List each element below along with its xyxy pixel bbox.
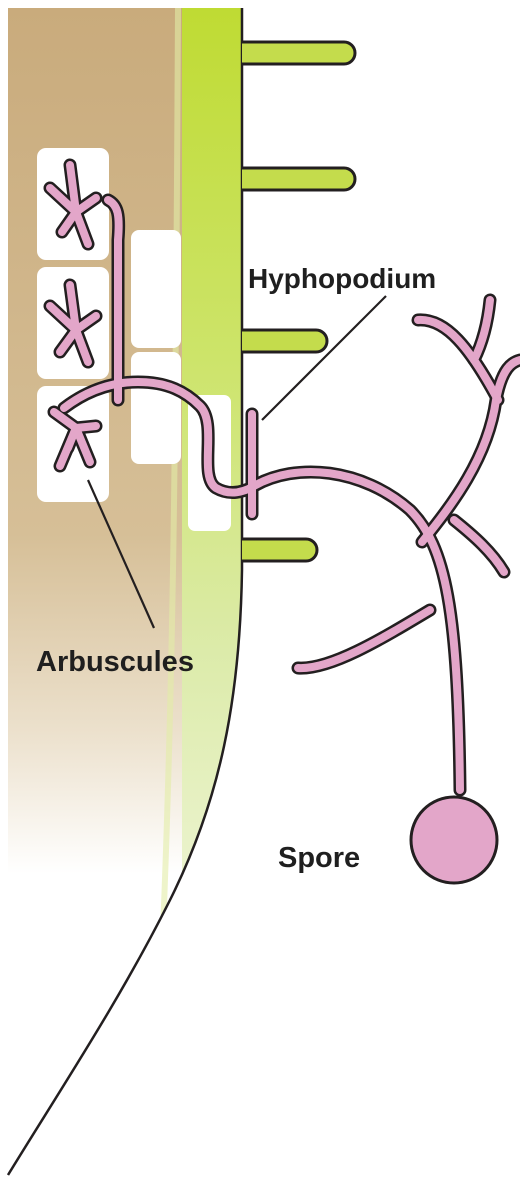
spore-label: Spore	[278, 842, 360, 874]
root-hair	[242, 539, 317, 561]
hyphopodium-label: Hyphopodium	[248, 263, 436, 294]
arbuscules-label: Arbuscules	[36, 646, 194, 678]
extraradical-hypha	[474, 300, 490, 360]
cortical-cell	[131, 352, 181, 464]
extraradical-hypha	[454, 520, 504, 572]
spore	[411, 797, 497, 883]
cortical-cell	[131, 230, 181, 348]
root-epidermis	[182, 8, 244, 1178]
root-hair	[242, 330, 327, 352]
root-hair	[242, 42, 355, 64]
root-hair	[242, 168, 355, 190]
hyphopodium-leader	[262, 296, 386, 420]
